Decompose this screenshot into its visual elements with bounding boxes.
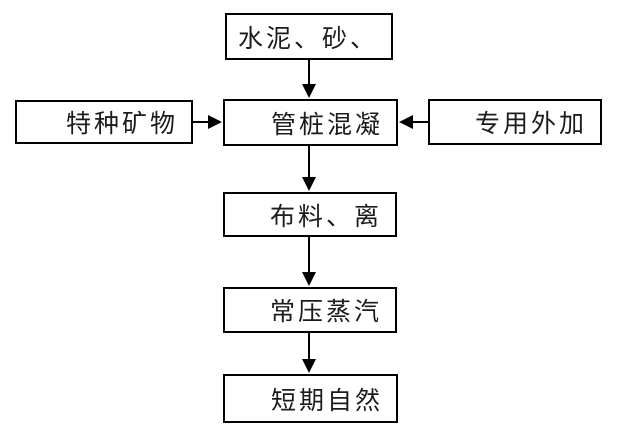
node-atmospheric-steam-label: 常压蒸汽 — [269, 299, 382, 326]
node-short-term-natural: 短期自然 — [223, 374, 398, 423]
node-pipe-pile-concrete: 管桩混凝 — [223, 99, 398, 146]
edge-cement-to-concrete — [302, 59, 316, 98]
node-cement-sand: 水泥、砂、 — [225, 13, 393, 60]
node-cement-sand-label: 水泥、砂、 — [237, 25, 378, 53]
node-short-term-natural-label: 短期自然 — [270, 387, 383, 415]
edge-concrete-to-cloth — [302, 146, 316, 191]
node-special-minerals: 特种矿物 — [15, 100, 193, 144]
node-pipe-pile-concrete-label: 管桩混凝 — [270, 111, 383, 139]
edge-cloth-to-steam — [302, 237, 316, 286]
node-cloth-separation-label: 布料、离 — [269, 203, 382, 231]
node-special-minerals-label: 特种矿物 — [65, 111, 178, 138]
node-special-admixture-label: 专用外加 — [474, 111, 587, 138]
edge-steam-to-natural — [302, 333, 316, 373]
node-special-admixture: 专用外加 — [428, 99, 602, 145]
node-atmospheric-steam: 常压蒸汽 — [223, 287, 397, 333]
edge-admixture-to-concrete — [399, 115, 428, 129]
edge-minerals-to-concrete — [193, 115, 222, 129]
node-cloth-separation: 布料、离 — [223, 192, 397, 237]
